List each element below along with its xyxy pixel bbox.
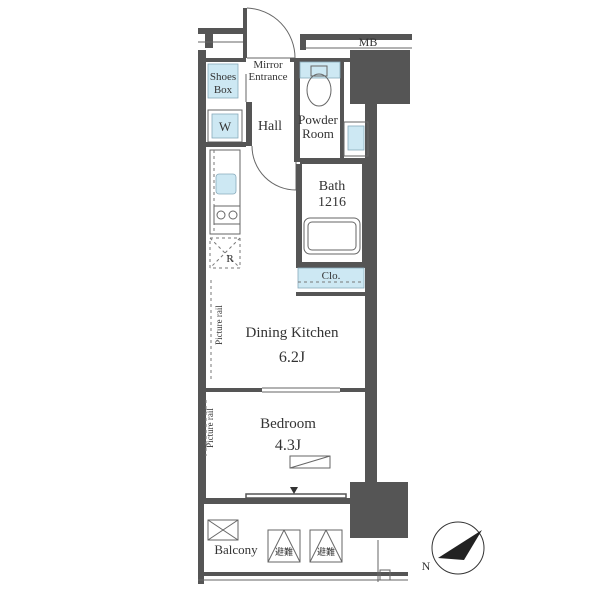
hall: Hall xyxy=(246,102,297,191)
window-marker xyxy=(290,487,298,494)
outer-walls xyxy=(198,50,410,538)
kitchen: R xyxy=(209,149,241,269)
bedroom: Bedroom 4.3J xyxy=(260,416,331,469)
bath-size: 1216 xyxy=(318,195,346,210)
dining-kitchen-size: 6.2J xyxy=(279,349,305,366)
bath-label: Bath xyxy=(319,179,345,194)
refrigerator-label: R xyxy=(226,253,234,265)
north-label: N xyxy=(422,559,431,573)
washer-area: W xyxy=(206,109,246,147)
entrance-door xyxy=(243,7,296,59)
mb-label: MB xyxy=(359,35,378,49)
north-compass-icon: N xyxy=(422,521,485,575)
balcony: Balcony 避難 避難 xyxy=(198,504,408,584)
evacuation-hatch-2: 避難 xyxy=(317,546,335,557)
powder-room-label-2: Room xyxy=(302,126,334,141)
dining-kitchen: Dining Kitchen 6.2J xyxy=(246,325,339,366)
shoes-box-label-2: Box xyxy=(214,84,233,96)
dining-kitchen-label: Dining Kitchen xyxy=(246,325,339,341)
picture-rail-2: Picture rail xyxy=(205,408,215,448)
closet-label: Clo. xyxy=(322,270,341,282)
balcony-label: Balcony xyxy=(214,542,258,557)
entrance-label: Entrance xyxy=(248,71,287,83)
mirror-label: Mirror xyxy=(253,59,283,71)
bath: Bath 1216 xyxy=(296,164,368,268)
shoes-box: Shoes Box xyxy=(207,63,239,99)
shoes-box-label-1: Shoes xyxy=(210,71,236,83)
washer-label: W xyxy=(219,119,232,134)
hall-label: Hall xyxy=(258,119,282,134)
top-walls xyxy=(198,28,412,50)
picture-rail-1: Picture rail xyxy=(214,305,224,345)
partition xyxy=(206,387,368,393)
closet: Clo. xyxy=(296,267,368,296)
powder-room: Powder Room xyxy=(294,61,370,164)
bedroom-size: 4.3J xyxy=(275,437,301,454)
powder-room-label-1: Powder xyxy=(298,112,338,127)
bedroom-label: Bedroom xyxy=(260,416,316,432)
evacuation-hatch-1: 避難 xyxy=(275,546,293,557)
